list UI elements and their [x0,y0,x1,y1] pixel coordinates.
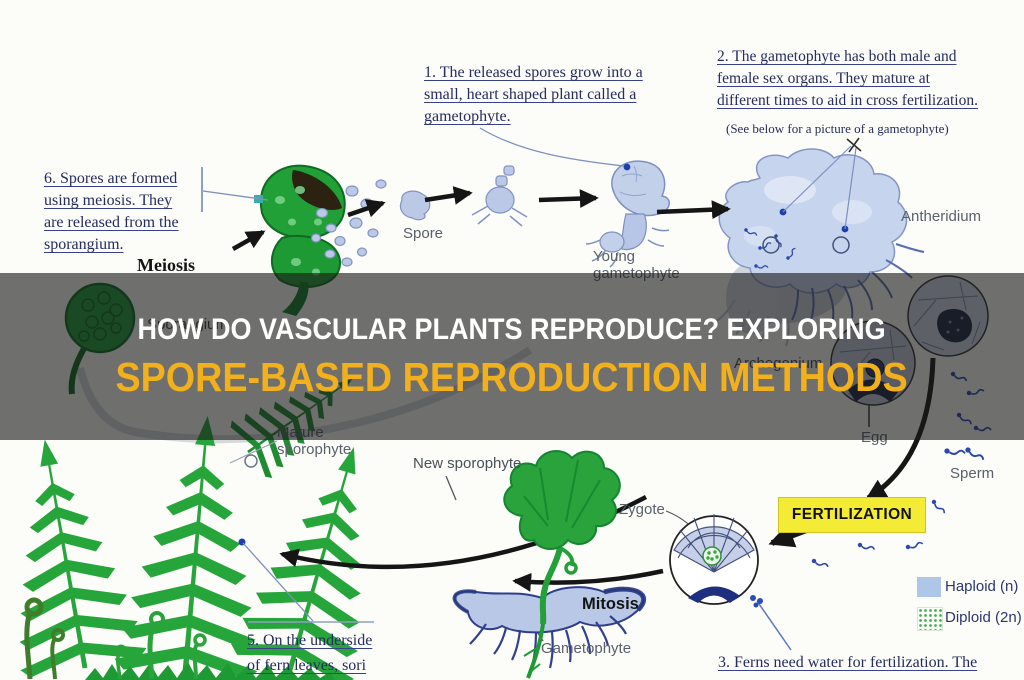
label-new-sporophyte: New sporophyte [413,455,522,472]
note-water-fertilization: 3. Ferns need water for fertilization. T… [718,654,978,680]
diploid-swatch [917,607,943,631]
label-antheridium: Antheridium [901,208,982,225]
germinating-spore-art [471,165,528,227]
label-mitosis: Mitosis [582,595,639,613]
note-see-below: (See below for a picture of a gametophyt… [726,121,949,136]
young-gametophyte-art [585,160,670,268]
page-title-line2: SPORE-BASED REPRODUCTION METHODS [115,353,909,400]
note-released-spores: 1. The released spores grow into a small… [424,64,643,125]
new-sporophyte-art [503,450,621,679]
zygote-circle-art [669,514,763,608]
note-underside-sori: 5. On the underside of fern leaves, sori… [247,632,373,674]
label-spore: Spore [403,225,444,242]
spore-art [399,190,431,221]
haploid-swatch [917,577,941,597]
legend-diploid: Diploid (2n) [945,609,1022,626]
legend-haploid: Haploid (n) [945,578,1019,595]
label-gametophyte: Gametophyte [541,640,632,657]
page-title-line1: HOW DO VASCULAR PLANTS REPRODUCE? EXPLOR… [137,312,887,346]
note-gametophyte-organs: 2. The gametophyte has both male and fem… [717,48,978,109]
note-spores-formed: 6. Spores are formed using meiosis. They… [44,170,179,253]
title-banner: HOW DO VASCULAR PLANTS REPRODUCE? EXPLOR… [0,273,1024,440]
label-meiosis: Meiosis [137,255,195,275]
fertilization-badge: FERTILIZATION [778,497,926,533]
gametophyte-pad-art [452,586,647,669]
mature-fern-art [0,349,416,680]
label-sperm: Sperm [950,465,995,482]
label-zygote: Zygote [619,501,665,518]
spore-cloud-art [310,165,528,267]
